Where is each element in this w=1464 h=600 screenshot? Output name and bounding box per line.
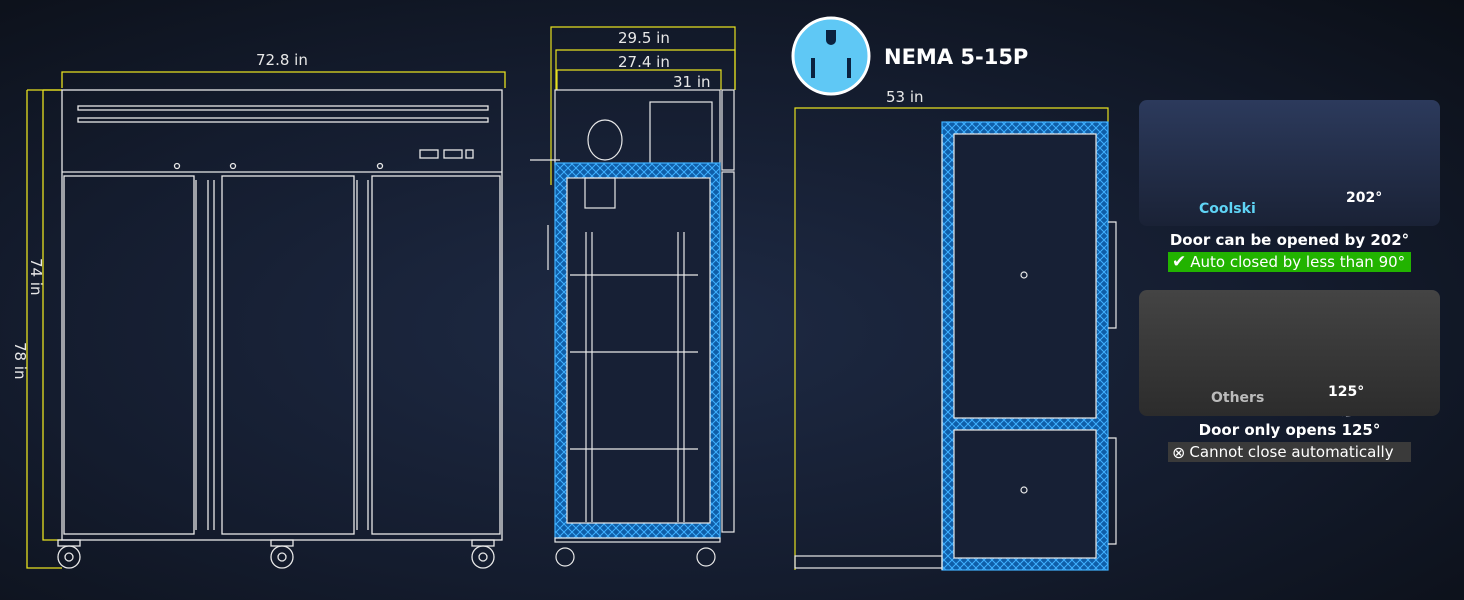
width-label: 72.8 in xyxy=(256,51,308,69)
cannot-close-badge: ⊗ Cannot close automatically xyxy=(1168,442,1411,462)
plug-label: NEMA 5-15P xyxy=(884,45,1029,69)
depth-label-29-5: 29.5 in xyxy=(618,29,670,47)
cannot-close-text: Cannot close automatically xyxy=(1189,443,1394,461)
depth-label-27-4: 27.4 in xyxy=(618,53,670,71)
coolski-caption: Door can be opened by 202° xyxy=(1169,231,1410,249)
front-view-fridge xyxy=(26,71,506,569)
top-width-label: 53 in xyxy=(886,88,924,106)
auto-close-badge: ✔ Auto closed by less than 90° xyxy=(1168,252,1411,272)
total-height-label: 78 in xyxy=(11,342,29,380)
others-caption: Door only opens 125° xyxy=(1198,421,1381,439)
auto-close-text: Auto closed by less than 90° xyxy=(1190,253,1406,271)
others-brand: Others xyxy=(1211,390,1265,406)
others-panel xyxy=(1139,290,1440,416)
check-circle-icon: ✔ xyxy=(1172,252,1187,272)
height-label: 74 in xyxy=(27,258,45,296)
total-height-dimension-line xyxy=(26,89,62,569)
others-angle: 125° xyxy=(1328,384,1365,400)
width-dimension-line xyxy=(61,71,506,88)
top-view-fridge xyxy=(794,107,1117,571)
coolski-angle: 202° xyxy=(1346,190,1383,206)
depth-label-31: 31 in xyxy=(673,73,711,91)
coolski-brand: Coolski xyxy=(1199,201,1256,217)
caster-wheel xyxy=(471,539,495,569)
nema-plug-icon xyxy=(791,16,871,96)
caster-wheel xyxy=(57,539,81,569)
caster-wheel xyxy=(270,539,294,569)
side-view-fridge xyxy=(530,26,736,567)
height-dimension-line xyxy=(42,89,62,541)
x-circle-icon: ⊗ xyxy=(1172,442,1186,462)
coolski-panel xyxy=(1139,100,1440,226)
